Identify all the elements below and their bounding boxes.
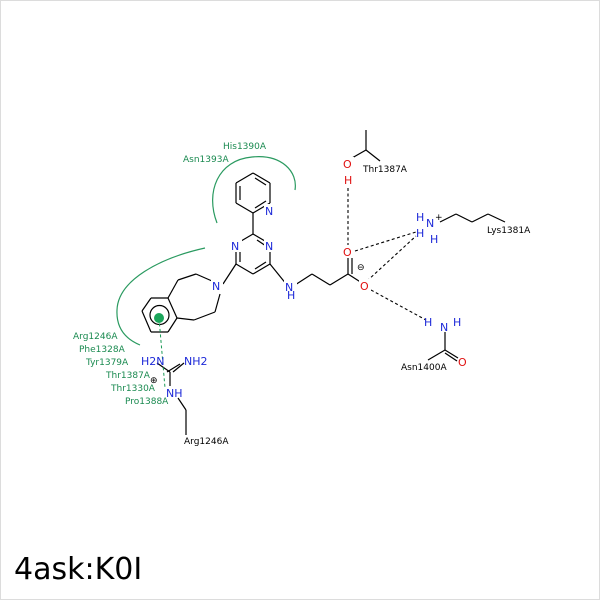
arg1246-label: Arg1246A bbox=[184, 437, 229, 447]
hydrophobic-residue-label: Pro1388A bbox=[125, 397, 169, 407]
pyridine-n-label: N bbox=[265, 205, 273, 218]
amine-nh-label: N bbox=[285, 281, 293, 294]
hydrophobic-residue-label: Thr1387A bbox=[105, 371, 151, 381]
carboxylate-charge: ⊖ bbox=[357, 263, 365, 273]
hydrophobic-arc-left bbox=[116, 247, 206, 346]
hydrophobic-residue-label: Phe1328A bbox=[79, 345, 126, 355]
structure-id-caption: 4ask:K0I bbox=[14, 552, 143, 587]
arg-nh-label: NH bbox=[166, 387, 183, 400]
lys-n-label: N bbox=[426, 217, 434, 230]
hydrophobic-residue-list: Arg1246A Phe1328A Tyr1379A Thr1387A Thr1… bbox=[73, 332, 169, 407]
asn-h2-label: H bbox=[453, 316, 461, 329]
thr1387-o-label: O bbox=[343, 158, 352, 171]
amine-h-label: H bbox=[287, 289, 295, 302]
asn-n-label: N bbox=[440, 321, 448, 334]
asn1400-label: Asn1400A bbox=[401, 363, 447, 373]
hydrophobic-residue-label: Thr1330A bbox=[110, 384, 156, 394]
lys-h1-label: H bbox=[416, 211, 424, 224]
ring-centroid-marker bbox=[154, 313, 164, 323]
asn1400-fragment bbox=[427, 332, 459, 362]
azepine-n-label: N bbox=[212, 280, 220, 293]
carboxylate-o2-label: O bbox=[360, 280, 369, 293]
lys-charge: + bbox=[435, 213, 443, 223]
benzazepine-ring bbox=[141, 263, 237, 333]
arg-charge: ⊕ bbox=[150, 376, 158, 386]
hydrophobic-residue-label: Arg1246A bbox=[73, 332, 118, 342]
hydrophobic-residue-label: Tyr1379A bbox=[85, 358, 129, 368]
asn-h1-label: H bbox=[424, 316, 432, 329]
thr1387-top-label: Thr1387A bbox=[362, 165, 408, 175]
lys1381-fragment bbox=[439, 213, 506, 223]
pyrimidine-n1-label: N bbox=[231, 240, 239, 253]
propanoate-chain bbox=[269, 256, 363, 286]
asn-o-label: O bbox=[458, 356, 467, 369]
his1390-label: His1390A bbox=[223, 142, 267, 152]
lys1381-label: Lys1381A bbox=[487, 226, 531, 236]
arg-h2n-label: H2N bbox=[141, 355, 165, 368]
lys-h3-label: H bbox=[430, 233, 438, 246]
hydrophobic-arc-top bbox=[212, 156, 296, 224]
arg-nh2-label: NH2 bbox=[184, 355, 208, 368]
hydrogen-bonds bbox=[347, 188, 427, 321]
pi-cation-contact bbox=[158, 317, 166, 389]
asn1393-label: Asn1393A bbox=[183, 155, 229, 165]
lys-h2-label: H bbox=[416, 227, 424, 240]
thr1387-h-label: H bbox=[344, 174, 352, 187]
carboxylate-o1-label: O bbox=[343, 246, 352, 259]
pyrimidine-n3-label: N bbox=[265, 240, 273, 253]
